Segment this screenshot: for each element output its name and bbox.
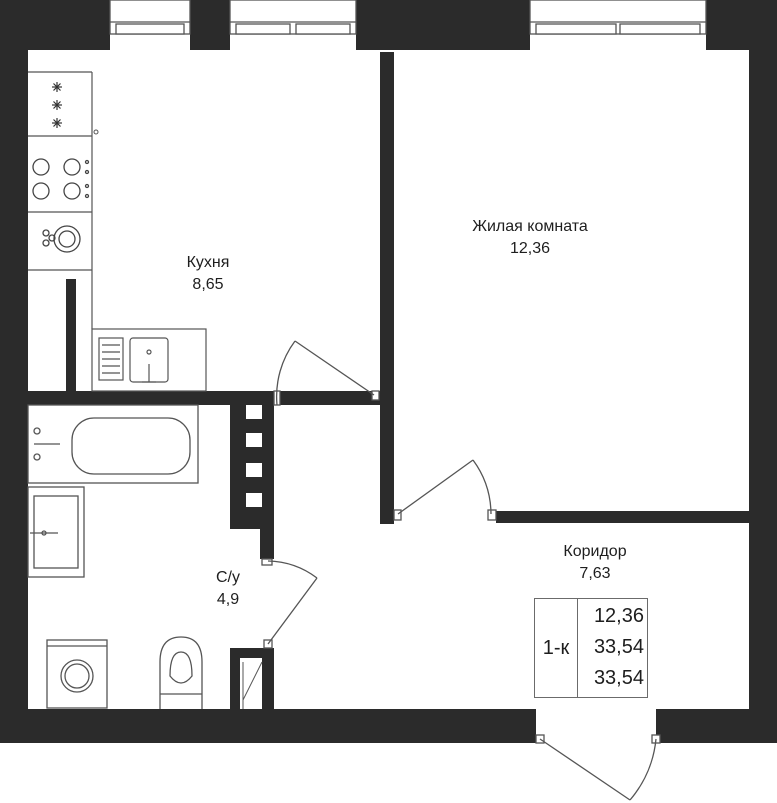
- bathroom-label: С/у 4,9: [196, 567, 260, 611]
- kitchen-sink-counter: [91, 328, 207, 392]
- apartment-summary-box: 1-к 12,36 33,54 33,54: [534, 598, 648, 698]
- bathroom-area: 4,9: [216, 591, 240, 608]
- window-left: [109, 0, 191, 35]
- corridor-name: Коридор: [563, 543, 627, 560]
- exterior-walls: [0, 0, 777, 743]
- living-room-door: [393, 459, 497, 521]
- apartment-type: 1-к: [542, 636, 570, 659]
- bathroom-sink: [27, 486, 85, 578]
- washing-machine-icon: [46, 639, 108, 709]
- bathtub: [27, 404, 199, 484]
- summary-values: 12,36 33,54 33,54: [578, 601, 644, 694]
- window-right: [529, 0, 707, 35]
- snowflake-icon: [52, 82, 62, 128]
- entrance-door: [535, 734, 661, 801]
- toilet-icon: [159, 636, 203, 709]
- kitchen-door: [273, 340, 380, 406]
- bathroom-name: С/у: [216, 569, 240, 586]
- shaft-diagonal: [242, 661, 263, 701]
- corridor-label: Коридор 7,63: [540, 541, 650, 585]
- summary-total-area-2: 33,54: [593, 667, 644, 689]
- kitchen-area: 8,65: [192, 276, 224, 293]
- living-room-label: Жилая комната 12,36: [440, 216, 620, 260]
- washing-machine-kitchen-icon: [42, 225, 81, 253]
- bathroom-door: [261, 558, 318, 649]
- kitchen-name: Кухня: [186, 254, 230, 271]
- summary-total-area: 33,54: [593, 636, 644, 658]
- summary-divider: [577, 599, 578, 697]
- kitchen-counter: [28, 71, 93, 329]
- living-room-area: 12,36: [509, 240, 551, 257]
- living-room-name: Жилая комната: [472, 218, 588, 235]
- kitchen-label: Кухня 8,65: [160, 252, 256, 296]
- stove-burners-icon: [32, 158, 90, 200]
- corridor-area: 7,63: [579, 565, 611, 582]
- summary-living-area: 12,36: [593, 605, 644, 627]
- window-middle: [229, 0, 357, 35]
